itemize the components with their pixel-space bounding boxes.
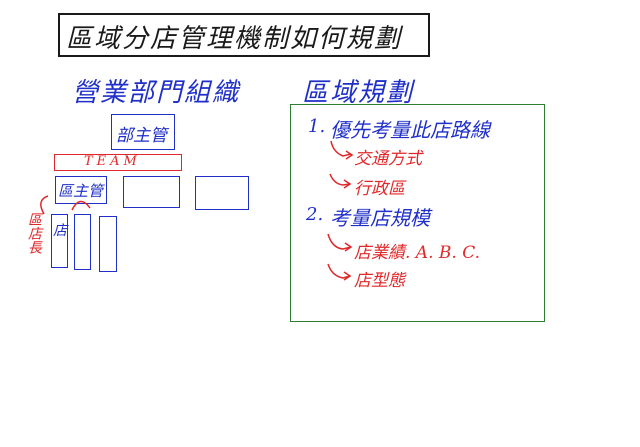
item1-number: 1. (308, 116, 326, 137)
page-title: 區域分店管理機制如何規劃 (66, 24, 403, 54)
title-box (58, 13, 430, 57)
store-box-1-label: 店 (53, 223, 67, 239)
regional-store-manager-label: 區店長 (26, 212, 42, 254)
team-bar (54, 154, 182, 171)
item2-sub2: 店型態 (354, 271, 405, 291)
item1-text: 優先考量此店路線 (330, 118, 490, 142)
item1-sub2: 行政區 (354, 179, 405, 199)
item2-sub1: 店業績. A. B. C. (354, 243, 480, 263)
item2-text: 考量店規模 (330, 206, 430, 230)
item2-number: 2. (306, 204, 324, 225)
plan-heading: 區域規劃 (302, 78, 415, 108)
area-manager-box (55, 176, 107, 204)
team-box-3 (195, 176, 249, 210)
store-box-2 (74, 214, 91, 270)
team-box-2 (123, 176, 180, 208)
item1-sub1: 交通方式 (354, 149, 422, 169)
store-box-3 (99, 216, 117, 272)
dept-head-label: 部主管 (116, 126, 167, 146)
store-box-1 (51, 214, 68, 268)
dept-head-box (111, 114, 175, 150)
team-label: TEAM (84, 154, 141, 169)
org-heading: 營業部門組織 (72, 78, 241, 108)
plan-box (290, 104, 545, 322)
area-manager-label: 區主管 (58, 182, 104, 200)
